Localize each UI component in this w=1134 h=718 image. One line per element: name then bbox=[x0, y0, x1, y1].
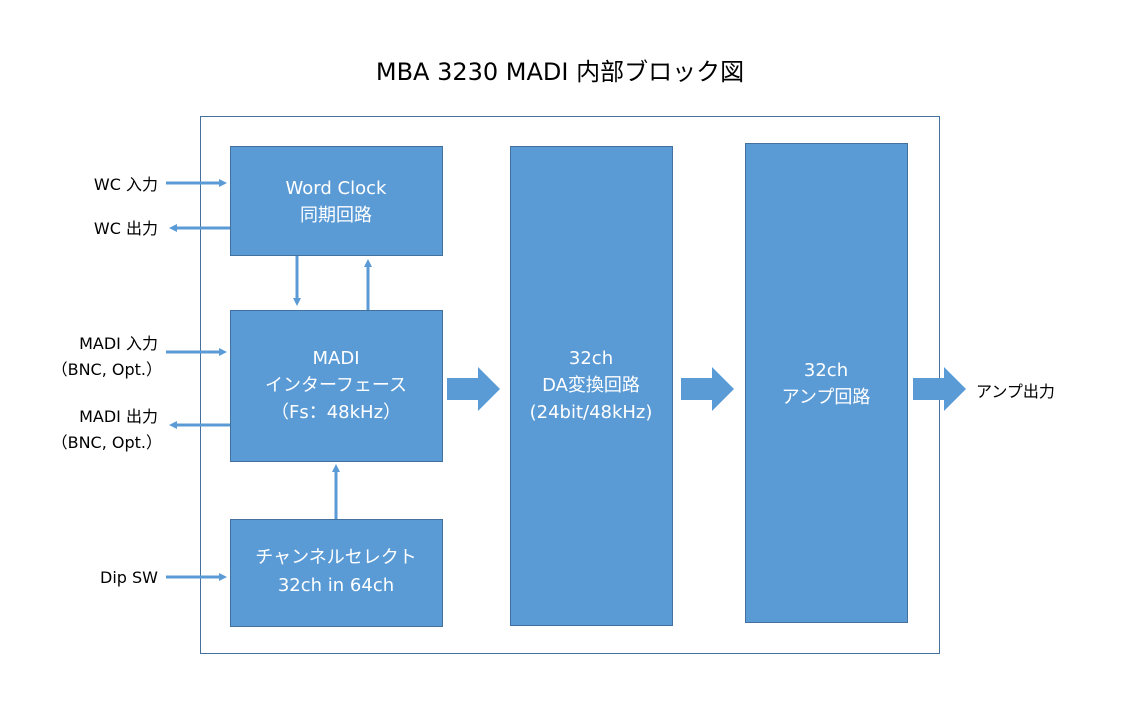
channel-select-label: チャンネルセレクト bbox=[255, 547, 416, 568]
madi-interface-block bbox=[230, 310, 443, 462]
da-converter-channels: 32ch bbox=[569, 348, 613, 369]
wc-output-label: WC 出力 bbox=[94, 219, 158, 238]
da-to-amp-block-arrow bbox=[681, 367, 734, 411]
amp-label: アンプ回路 bbox=[782, 387, 871, 408]
madi-input-sublabel: （BNC, Opt.） bbox=[52, 360, 162, 379]
madi-input-label: MADI 入力 bbox=[79, 334, 158, 353]
dip-switch-label: Dip SW bbox=[100, 568, 158, 587]
da-converter-label: DA変換回路 bbox=[542, 375, 640, 396]
amp-output-label: アンプ出力 bbox=[976, 382, 1055, 401]
amp-block bbox=[745, 143, 908, 623]
channel-select-block bbox=[230, 519, 443, 627]
madi-interface-label: MADI bbox=[312, 348, 359, 369]
da-converter-block bbox=[510, 146, 673, 626]
wordclock-label: Word Clock bbox=[286, 178, 387, 199]
da-converter-spec: (24bit/48kHz) bbox=[530, 402, 653, 423]
wordclock-block bbox=[230, 146, 443, 256]
diagram-title: MBA 3230 MADI 内部ブロック図 bbox=[376, 58, 744, 86]
madi-to-da-block-arrow bbox=[447, 367, 500, 411]
amp-output-block-arrow bbox=[913, 367, 966, 411]
amp-channels: 32ch bbox=[804, 360, 848, 381]
madi-output-sublabel: （BNC, Opt.） bbox=[52, 433, 162, 452]
wc-input-label: WC 入力 bbox=[94, 175, 158, 194]
madi-interface-sublabel: インターフェース bbox=[265, 375, 407, 396]
wordclock-sublabel: 同期回路 bbox=[300, 205, 372, 226]
channel-select-sublabel: 32ch in 64ch bbox=[278, 575, 394, 596]
madi-output-label: MADI 出力 bbox=[79, 407, 158, 426]
madi-interface-fs: （Fs：48kHz） bbox=[271, 402, 401, 423]
